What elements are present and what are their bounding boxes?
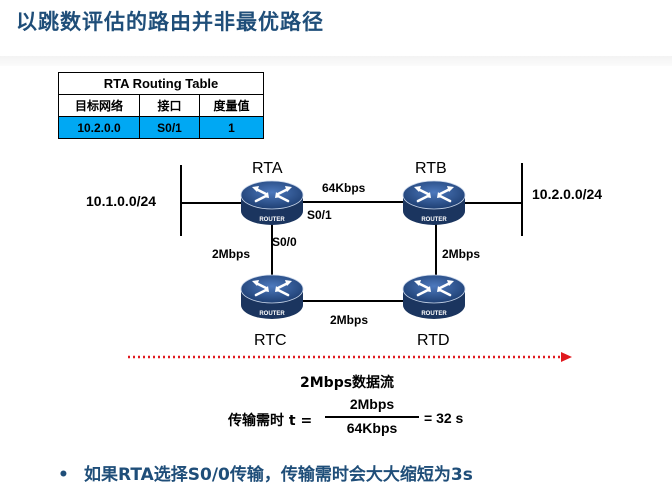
cell-destination: 10.2.0.0 xyxy=(58,116,140,139)
title-divider xyxy=(0,56,672,66)
formula-lhs: 传输需时 t = xyxy=(228,413,313,429)
formula-rhs: = 32 s xyxy=(424,410,464,426)
interface-s01-label: S0/1 xyxy=(307,208,332,222)
svg-text:ROUTER: ROUTER xyxy=(421,217,447,223)
link-rta-rtc-speed: 2Mbps xyxy=(212,247,251,261)
router-rtb-icon: ROUTER xyxy=(401,179,467,227)
router-rtd-icon: ROUTER xyxy=(401,273,467,321)
svg-text:ROUTER: ROUTER xyxy=(259,217,285,223)
router-rtb-label: RTB xyxy=(415,160,447,177)
router-rtc-icon: ROUTER xyxy=(239,273,305,321)
conclusion-bullet: • 如果RTA选择S0/0传输，传输需时会大大缩短为3s xyxy=(58,460,473,485)
page-title: 以跳数评估的路由并非最优路径 xyxy=(16,10,324,34)
table-row: 10.2.0.0 S0/1 1 xyxy=(58,116,264,139)
link-rtc-rtd-speed: 2Mbps xyxy=(330,313,369,327)
routing-table: RTA Routing Table 目标网络 接口 度量值 10.2.0.0 S… xyxy=(58,72,264,139)
data-flow-arrowhead xyxy=(561,352,572,362)
svg-text:ROUTER: ROUTER xyxy=(259,311,285,317)
bullet-marker: • xyxy=(58,465,69,485)
header-destination: 目标网络 xyxy=(58,94,140,117)
link-rtb-rtd-speed: 2Mbps xyxy=(442,247,481,261)
router-rta-label: RTA xyxy=(252,160,283,177)
router-rtc-label: RTC xyxy=(254,332,287,349)
formula-numerator: 2Mbps xyxy=(349,396,395,412)
fraction-bar xyxy=(325,416,419,418)
network-left-label: 10.1.0.0/24 xyxy=(86,193,157,209)
router-rta-icon: ROUTER xyxy=(239,179,305,227)
link-rta-rtb-speed: 64Kbps xyxy=(322,181,366,195)
cell-metric: 1 xyxy=(199,116,264,139)
data-flow-label: 2Mbps数据流 xyxy=(300,375,395,391)
router-rtd-label: RTD xyxy=(417,332,450,349)
bullet-text: 如果RTA选择S0/0传输，传输需时会大大缩短为3s xyxy=(84,465,473,485)
interface-s00-label: S0/0 xyxy=(272,235,297,249)
svg-text:ROUTER: ROUTER xyxy=(421,311,447,317)
formula-denominator: 64Kbps xyxy=(346,420,398,436)
network-right-label: 10.2.0.0/24 xyxy=(532,186,603,202)
